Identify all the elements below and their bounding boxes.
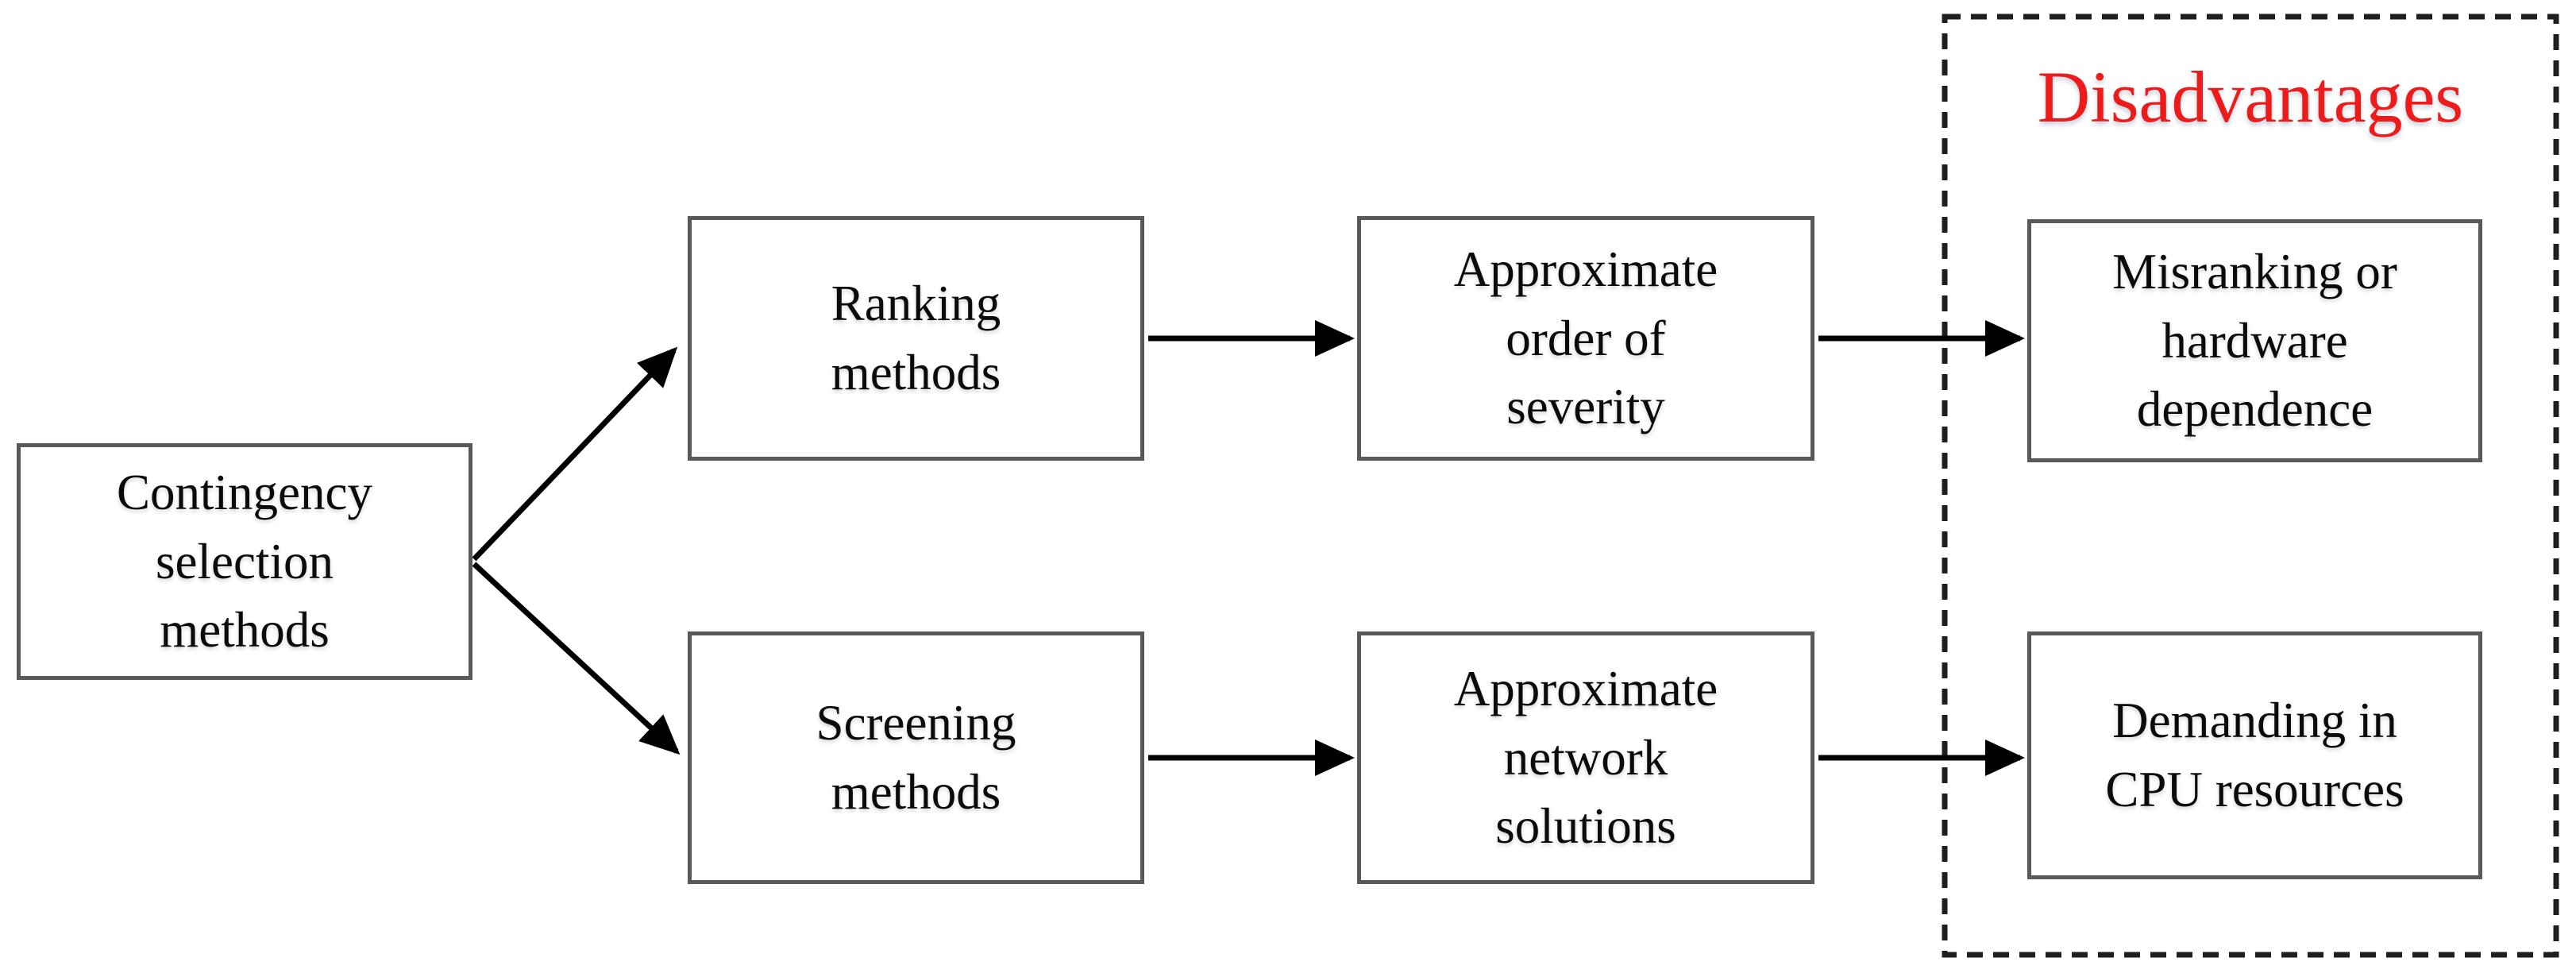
disadvantages-title: Disadvantages	[2037, 56, 2464, 137]
arrow-contingency-to-ranking	[472, 346, 678, 562]
node-misranking-or-hardware-dependence: Misranking or hardware dependence	[2027, 219, 2482, 462]
node-approximate-network-solutions: Approximate network solutions	[1357, 631, 1814, 884]
node-contingency-selection-methods: Contingency selection methods	[17, 443, 472, 680]
node-demanding-in-cpu-resources: Demanding in CPU resources	[2027, 631, 2482, 879]
arrow-contingency-to-screening	[472, 562, 681, 755]
node-ranking-methods: Ranking methods	[688, 216, 1144, 461]
node-screening-methods: Screening methods	[688, 631, 1144, 884]
node-approximate-order-of-severity: Approximate order of severity	[1357, 216, 1814, 461]
